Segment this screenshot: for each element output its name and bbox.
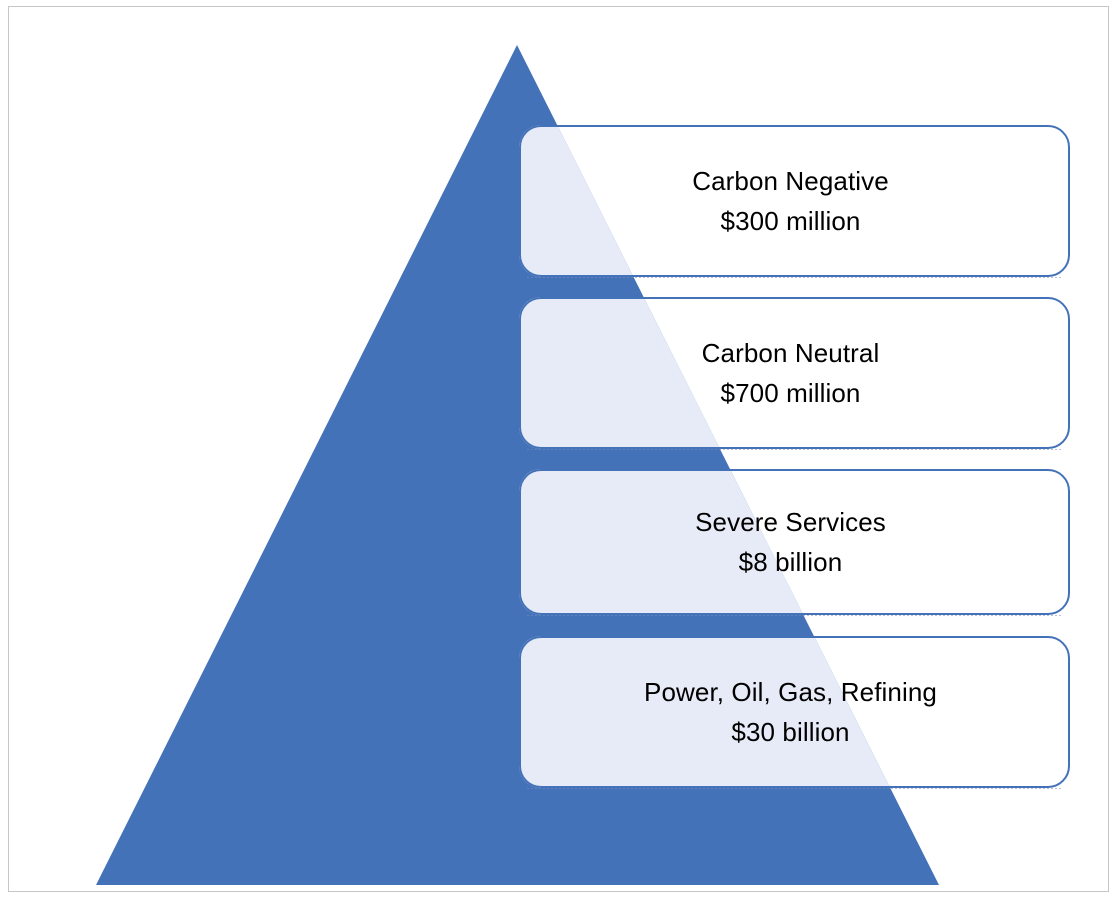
box-shadow-edge — [527, 788, 1062, 789]
pyramid-level-label: Severe Services — [695, 507, 886, 537]
pyramid-level-box-power-oil-gas-refining[interactable]: Power, Oil, Gas, Refining $30 billion — [519, 636, 1070, 789]
pyramid-shape — [96, 45, 939, 885]
pyramid-level-label: Carbon Neutral — [701, 338, 880, 368]
pyramid-level-box-carbon-neutral[interactable]: Carbon Neutral $700 million — [519, 297, 1070, 450]
pyramid-level-value: $30 billion — [731, 717, 850, 747]
pyramid-level-box-carbon-negative[interactable]: Carbon Negative $300 million — [519, 125, 1070, 278]
pyramid-level-label: Power, Oil, Gas, Refining — [644, 677, 937, 707]
box-shadow-edge — [527, 449, 1062, 450]
pyramid-box-overlaps — [519, 125, 939, 788]
pyramid-level-box-severe-services[interactable]: Severe Services $8 billion — [519, 469, 1070, 616]
box-shadow-edge — [527, 615, 1062, 616]
box-shadow-edge — [527, 277, 1062, 278]
pyramid-level-value: $300 million — [720, 206, 861, 236]
diagram-canvas: Carbon Negative $300 million Carbon Neut… — [8, 6, 1109, 892]
pyramid-level-value: $8 billion — [738, 547, 843, 577]
pyramid-level-value: $700 million — [720, 378, 861, 408]
pyramid-level-label: Carbon Negative — [692, 166, 889, 196]
